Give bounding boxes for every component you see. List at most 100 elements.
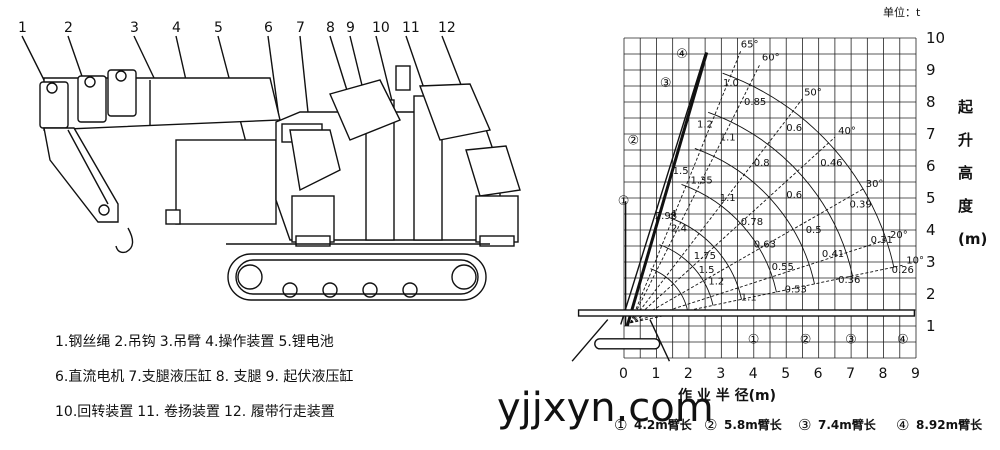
x-tick-label: 3 [716,366,725,382]
boom-line [625,51,709,327]
callout-3: 3 [130,20,139,36]
x-tick-label: 0 [619,366,628,382]
part-label: 11. 卷扬装置 [137,404,220,420]
angle-label: 40° [838,126,856,137]
boom-marker: ④ [676,47,688,62]
angle-label: 10° [906,256,924,267]
outrigger-right [649,319,671,362]
load-value: 1.2 [697,120,713,131]
x-tick-label: 7 [846,366,855,382]
callout-11: 11 [402,20,420,36]
boom-length-text: 5.8m臂长 [724,417,783,432]
part-label: 7.支腿液压缸 [128,369,212,385]
angle-ray [630,98,803,324]
load-value: 0.31 [871,235,893,246]
y-axis-title-char: 起 [957,98,974,116]
load-value: 0.55 [772,262,794,273]
angle-ray [630,50,742,323]
y-axis-title-char: 升 [958,131,973,149]
load-value: 0.63 [754,240,776,251]
y-tick-label: 1 [926,317,936,335]
x-tick-label: 1 [651,366,660,382]
radius-arc [694,147,815,285]
angle-label: 60° [762,52,780,63]
part-label: 3.吊臂 [159,334,202,350]
x-axis-title: 作 业 半 径(m) [678,387,776,404]
callout-8: 8 [326,20,335,36]
load-value: 1.1 [741,292,757,303]
load-value: 1.5 [699,265,715,276]
y-tick-label: 3 [926,253,936,271]
load-value: 0.85 [744,97,766,108]
y-axis-title-char: 度 [958,197,974,215]
load-value: 1.35 [691,176,713,187]
angle-ray [630,63,761,324]
part-label: 2.吊钩 [114,334,156,350]
boom-marker-bottom: ④ [897,333,909,348]
boom-length-text: 8.92m臂长 [916,417,983,432]
callout-6: 6 [264,20,273,36]
load-value: 0.5 [806,225,822,236]
y-tick-label: 4 [926,221,936,239]
load-value: 0.53 [785,284,807,295]
callout-4: 4 [172,20,181,36]
boom-length-marker: ③ [798,416,811,434]
angle-label: 30° [866,179,884,190]
load-value: 0.6 [786,190,802,201]
load-value: 2.98 [655,211,677,222]
y-tick-label: 6 [926,157,936,175]
boom-length-marker: ② [704,416,717,434]
load-value: 2.4 [671,224,687,235]
boom-line-inner [620,53,706,325]
watermark: yjjxyn.com [497,385,714,431]
part-label: 4.操作装置 [205,334,275,350]
callout-7: 7 [296,20,305,36]
part-label: 10.回转装置 [55,404,134,420]
load-value: 0.36 [838,275,860,286]
load-value: 1.75 [694,251,716,262]
load-arcs [630,50,904,324]
boom-marker: ① [618,194,630,209]
y-axis-title-char: (m) [958,230,987,248]
radius-arc [722,72,895,268]
y-tick-label: 10 [926,29,945,47]
y-tick-label: 9 [926,61,936,79]
load-value: 1.1 [720,193,736,204]
radius-arc [669,217,743,300]
radius-arc [659,244,714,306]
y-tick-label: 2 [926,285,936,303]
load-value: 0.41 [822,249,844,260]
angle-label: 65° [741,40,759,51]
y-tick-label: 5 [926,189,936,207]
boom-marker: ③ [660,76,672,91]
callout-1: 1 [18,20,27,36]
unit-label: 单位：t [883,5,921,19]
part-label: 6.直流电机 [55,369,125,385]
x-tick-label: 8 [879,366,888,382]
part-label: 8. 支腿 [215,369,262,385]
outrigger-left [571,319,609,362]
boom-length-text: 4.2m臂长 [634,417,693,432]
load-value: 0.78 [741,217,763,228]
x-tick-label: 4 [749,366,758,382]
angle-label: 20° [890,230,908,241]
callout-9: 9 [346,20,355,36]
boom-marker-bottom: ③ [845,333,857,348]
load-value: 0.46 [820,158,842,169]
part-label: 12. 履带行走装置 [223,404,335,420]
load-value: 0.26 [892,265,914,276]
load-value: 0.8 [754,158,770,169]
part-label: 1.钢丝绳 [55,334,111,350]
boom-length-marker: ④ [896,416,909,434]
load-value: 1.0 [723,78,739,89]
boom-marker: ② [627,133,639,148]
boom-marker-bottom: ① [748,333,760,348]
y-tick-label: 7 [926,125,936,143]
radius-arc [650,268,689,311]
radius-arc [681,184,777,293]
